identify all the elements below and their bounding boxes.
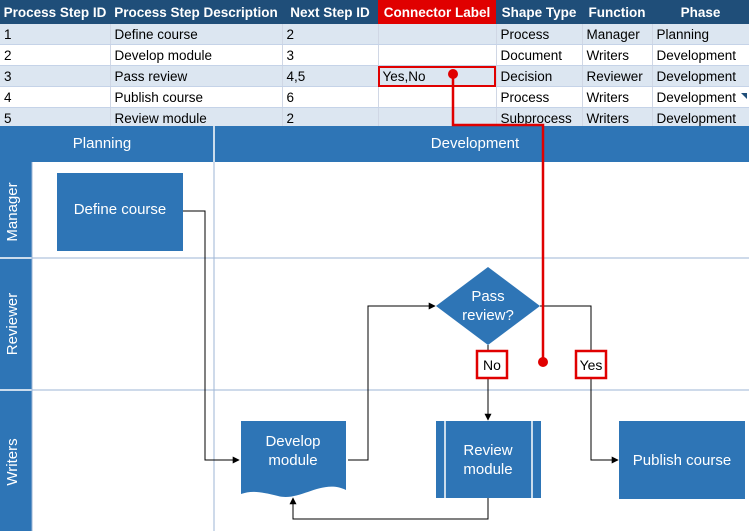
cell-shape-type[interactable]: Process bbox=[496, 86, 583, 108]
pass-review-shape bbox=[436, 267, 540, 345]
phase-header-band: Planning Development bbox=[0, 126, 749, 162]
process-define-course[interactable]: Define course bbox=[57, 173, 183, 251]
cell-next-step[interactable]: 4,5 bbox=[282, 65, 379, 87]
define-course-label: Define course bbox=[74, 201, 167, 218]
cell-step-id[interactable]: 3 bbox=[0, 65, 111, 87]
cell-phase[interactable]: Development bbox=[652, 86, 749, 108]
cell-shape-type[interactable]: Process bbox=[496, 24, 583, 45]
cell-phase[interactable]: Planning bbox=[652, 24, 749, 45]
phase-development-label: Development bbox=[431, 135, 520, 152]
table-row: 1 Define course 2 Process Manager Planni… bbox=[0, 24, 749, 45]
table-resize-handle-icon[interactable] bbox=[741, 93, 747, 99]
cell-connector-label[interactable] bbox=[378, 44, 497, 66]
swimlane-band: Manager Reviewer Writers bbox=[0, 162, 32, 531]
connector-yes-to-publish bbox=[540, 305, 619, 464]
cell-function[interactable]: Writers bbox=[582, 107, 653, 129]
phase-band bbox=[0, 126, 749, 162]
header-process-step-id[interactable]: Process Step ID bbox=[0, 0, 110, 24]
connector-label-no[interactable]: No bbox=[475, 349, 509, 380]
cell-shape-type[interactable]: Document bbox=[496, 44, 583, 66]
yes-label-box bbox=[574, 349, 608, 380]
annotation-dot-end bbox=[538, 357, 548, 367]
cell-description[interactable]: Define course bbox=[110, 24, 283, 45]
cell-phase[interactable]: Development bbox=[652, 107, 749, 129]
cell-connector-label[interactable] bbox=[378, 107, 497, 129]
phase-planning-label: Planning bbox=[73, 135, 131, 152]
document-develop-module[interactable]: Develop module bbox=[241, 421, 346, 497]
connector-review-to-develop bbox=[289, 497, 489, 520]
subprocess-review-module[interactable]: Review module bbox=[436, 421, 541, 498]
cell-next-step[interactable]: 2 bbox=[282, 107, 379, 129]
cell-next-step[interactable]: 2 bbox=[282, 24, 379, 45]
yes-label-text: Yes bbox=[580, 357, 603, 373]
cell-function[interactable]: Writers bbox=[582, 44, 653, 66]
lane-label-band bbox=[0, 162, 32, 531]
develop-module-label-line2: module bbox=[268, 452, 317, 469]
table-row: 3 Pass review 4,5 Yes,No Decision Review… bbox=[0, 65, 749, 87]
publish-course-label: Publish course bbox=[633, 452, 731, 469]
decision-pass-review[interactable]: Pass review? bbox=[436, 267, 540, 345]
connector-label-yes[interactable]: Yes bbox=[574, 349, 608, 380]
lane-reviewer-label: Reviewer bbox=[4, 293, 21, 356]
lane-writers-label: Writers bbox=[4, 438, 21, 485]
cell-shape-type[interactable]: Decision bbox=[496, 65, 583, 87]
cell-phase[interactable]: Development bbox=[652, 65, 749, 87]
define-course-shape bbox=[57, 173, 183, 251]
cell-function[interactable]: Reviewer bbox=[582, 65, 653, 87]
header-shape-type[interactable]: Shape Type bbox=[496, 0, 582, 24]
cell-connector-label[interactable] bbox=[378, 86, 497, 108]
develop-module-label-line1: Develop bbox=[265, 433, 320, 450]
process-table: Process Step ID Process Step Description… bbox=[0, 0, 749, 129]
cell-connector-label[interactable] bbox=[378, 24, 497, 45]
cell-shape-type[interactable]: Subprocess bbox=[496, 107, 583, 129]
header-next-step-id[interactable]: Next Step ID bbox=[282, 0, 378, 24]
no-label-text: No bbox=[483, 357, 501, 373]
cell-function[interactable]: Manager bbox=[582, 24, 653, 45]
cell-step-id[interactable]: 4 bbox=[0, 86, 111, 108]
cell-description[interactable]: Publish course bbox=[110, 86, 283, 108]
table-header-row: Process Step ID Process Step Description… bbox=[0, 0, 749, 24]
cell-phase[interactable]: Development bbox=[652, 44, 749, 66]
cell-description[interactable]: Review module bbox=[110, 107, 283, 129]
develop-module-shape bbox=[241, 421, 346, 497]
review-module-shape bbox=[436, 421, 541, 498]
header-connector-label[interactable]: Connector Label bbox=[378, 0, 496, 24]
review-module-label-line1: Review bbox=[463, 442, 512, 459]
connector-define-to-develop bbox=[183, 210, 240, 464]
pass-review-label-line1: Pass bbox=[471, 288, 504, 305]
cell-next-step[interactable]: 3 bbox=[282, 44, 379, 66]
table-row: 5 Review module 2 Subprocess Writers Dev… bbox=[0, 107, 749, 129]
cell-step-id[interactable]: 2 bbox=[0, 44, 111, 66]
cell-next-step[interactable]: 6 bbox=[282, 86, 379, 108]
header-function[interactable]: Function bbox=[582, 0, 652, 24]
cell-description[interactable]: Pass review bbox=[110, 65, 283, 87]
connector-develop-to-review bbox=[348, 302, 436, 461]
publish-course-shape bbox=[619, 421, 745, 499]
cell-connector-label-highlighted[interactable]: Yes,No bbox=[378, 65, 497, 87]
cell-step-id[interactable]: 5 bbox=[0, 107, 111, 129]
header-process-step-description[interactable]: Process Step Description bbox=[110, 0, 282, 24]
cell-step-id[interactable]: 1 bbox=[0, 24, 111, 45]
lane-manager-label: Manager bbox=[4, 182, 21, 241]
table-row: 2 Develop module 3 Document Writers Deve… bbox=[0, 44, 749, 66]
table-row: 4 Publish course 6 Process Writers Devel… bbox=[0, 86, 749, 108]
cell-description[interactable]: Develop module bbox=[110, 44, 283, 66]
cell-function[interactable]: Writers bbox=[582, 86, 653, 108]
header-phase[interactable]: Phase bbox=[652, 0, 749, 24]
pass-review-label-line2: review? bbox=[462, 307, 514, 324]
process-publish-course[interactable]: Publish course bbox=[619, 421, 745, 499]
review-module-label-line2: module bbox=[463, 461, 512, 478]
